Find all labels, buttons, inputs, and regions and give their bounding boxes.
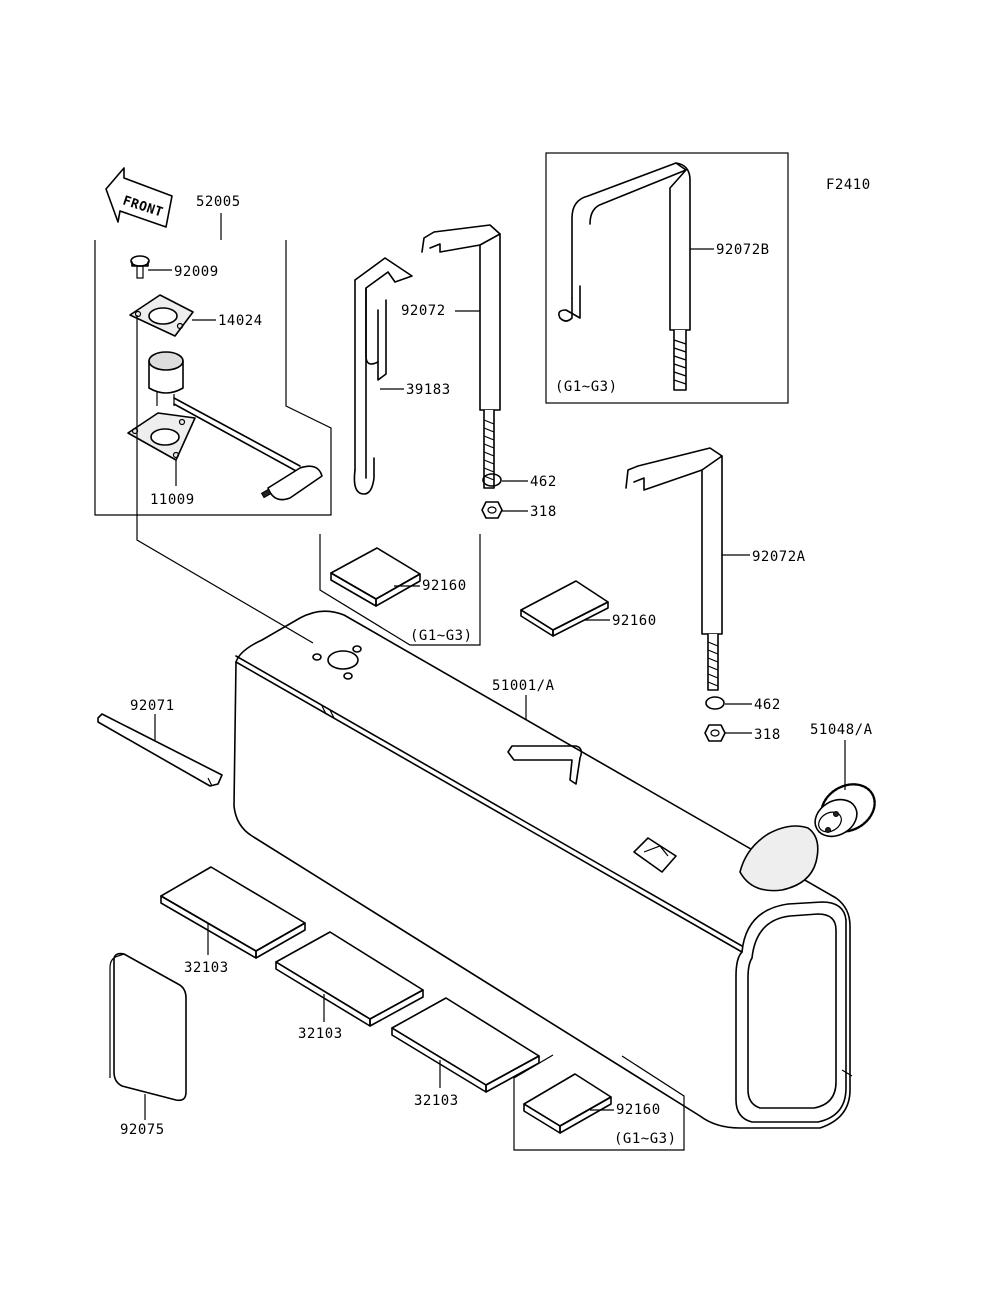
bracket-39183: 39183 [353, 257, 451, 495]
part-label-14024: 14024 [218, 313, 263, 329]
fuel-cap-51048A: 51048/A [739, 722, 876, 892]
strap-92072A: 92072A [625, 447, 806, 691]
part-label-32103-middle: 32103 [298, 1026, 343, 1042]
part-label-92160-upper: 92160 [422, 578, 467, 594]
group-note-92072B: (G1~G3) [555, 379, 618, 395]
pad-32103-left: 32103 [160, 866, 306, 976]
part-label-32103-left: 32103 [184, 960, 229, 976]
figure-code: F2410 [826, 177, 871, 193]
screw-92009: 92009 [130, 255, 219, 280]
part-label-92072A: 92072A [752, 549, 806, 565]
part-label-51048A: 51048/A [810, 722, 873, 738]
gasket-14024: 14024 [129, 294, 263, 337]
part-label-462-upper: 462 [530, 474, 557, 490]
group-note-92160-lower: (G1~G3) [614, 1131, 677, 1147]
pad-32103-right: 32103 [391, 997, 540, 1109]
fuel-sender-unit [148, 351, 323, 501]
washer-462-upper: 462 [482, 473, 557, 490]
gasket-11009: 11009 [127, 412, 196, 508]
pad-92075: 92075 [109, 952, 187, 1138]
strap-92072B-group: 92072B (G1~G3) [545, 152, 789, 404]
part-label-92072B: 92072B [716, 242, 770, 258]
part-label-92160-lower: 92160 [616, 1102, 661, 1118]
part-label-92160-middle: 92160 [612, 613, 657, 629]
part-label-51001A: 51001/A [492, 678, 555, 694]
part-label-32103-right: 32103 [414, 1093, 459, 1109]
strap-92072: 92072 [401, 224, 501, 489]
part-label-92009: 92009 [174, 264, 219, 280]
strip-92071: 92071 [97, 698, 223, 787]
part-label-462-lower: 462 [754, 697, 781, 713]
pad-32103-middle: 32103 [275, 931, 424, 1042]
group-note-92160-upper: (G1~G3) [410, 628, 473, 644]
front-arrow-icon: FRONT [105, 167, 173, 228]
nut-318-lower: 318 [704, 724, 781, 743]
part-label-11009: 11009 [150, 492, 195, 508]
washer-462-lower: 462 [705, 696, 781, 713]
fuel-tank-51001A: 51001/A [233, 610, 853, 1129]
assembly-leader-line [136, 315, 314, 644]
part-label-318-lower: 318 [754, 727, 781, 743]
nut-318-upper: 318 [481, 501, 557, 520]
part-label-92072: 92072 [401, 303, 446, 319]
part-label-92071: 92071 [130, 698, 175, 714]
part-label-318-upper: 318 [530, 504, 557, 520]
fuel-pump-assembly-bracket: 52005 [94, 194, 332, 516]
pad-92160-lower: 92160 (G1~G3) [513, 1054, 685, 1151]
pad-92160-middle: 92160 [520, 580, 657, 637]
pad-92160-upper: 92160 (G1~G3) [319, 534, 481, 646]
part-label-39183: 39183 [406, 382, 451, 398]
part-label-52005: 52005 [196, 194, 241, 210]
part-label-92075: 92075 [120, 1122, 165, 1138]
